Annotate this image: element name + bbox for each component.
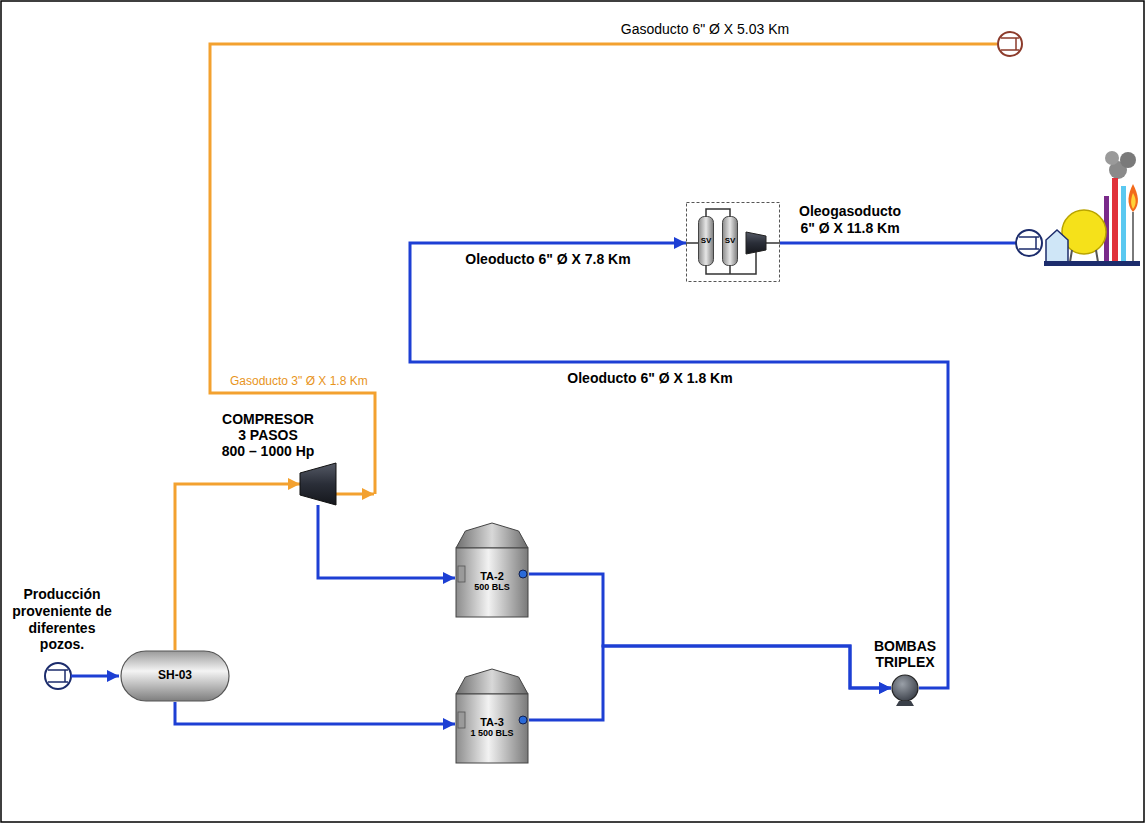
- smoke: [1105, 151, 1119, 165]
- skid-compressor: [746, 232, 766, 254]
- source-note: Producción proveniente de diferentes poz…: [10, 586, 114, 653]
- inlet-mark: [48, 670, 68, 682]
- tank-outlet: [519, 716, 527, 724]
- flare-stack: [1132, 212, 1134, 262]
- equipment-tag: TA-3: [480, 716, 504, 729]
- tank-roof: [456, 669, 528, 694]
- terminal-mark: [1001, 38, 1019, 50]
- pipeline-label: Oleoducto 6" Ø X 1.8 Km: [567, 370, 732, 387]
- inlet-line: [71, 675, 119, 678]
- text-box: SV: [698, 216, 714, 266]
- text-box: BOMBAS TRIPLEX: [868, 638, 942, 670]
- liquid-line: [529, 574, 891, 688]
- inlet-symbol: [45, 663, 71, 689]
- compressor-body: [300, 463, 336, 505]
- oil-gas-pipeline: [780, 242, 1016, 245]
- liquid-line: [410, 243, 948, 688]
- storage-tank: TA-31 500 BLS: [455, 668, 529, 764]
- flare-flame: [1128, 184, 1137, 212]
- storage-tank: TA-2500 BLS: [455, 522, 529, 618]
- plant-building: [1046, 230, 1068, 262]
- comp-outline: [300, 463, 336, 505]
- vessel-shell: [723, 217, 738, 266]
- gas-outlet-line: [336, 493, 374, 496]
- separator-shell: [121, 651, 229, 701]
- skid-piping: [686, 242, 698, 244]
- equipment-heading: BOMBAS TRIPLEX: [868, 638, 942, 670]
- pump-base: [896, 701, 914, 706]
- gas-line: [175, 484, 300, 650]
- horizontal-separator: SH-03: [120, 650, 230, 702]
- separator-vessel: SV: [722, 216, 738, 266]
- skid-boundary: [687, 203, 780, 282]
- flare-flame: [1131, 193, 1136, 209]
- text-box: [686, 202, 780, 282]
- text-box: TA-31 500 BLS: [455, 698, 529, 756]
- liquid-line: [529, 646, 891, 720]
- equipment-tag: 1 500 BLS: [470, 728, 513, 738]
- skid-piping: [706, 209, 730, 216]
- text-box: SV: [722, 216, 738, 266]
- pump-casing: [892, 675, 918, 701]
- gas-terminal-symbol: [998, 32, 1022, 56]
- tank-shell: [456, 694, 528, 763]
- text-box: TA-2500 BLS: [455, 552, 529, 610]
- vessel-shell: [699, 217, 714, 266]
- column: [1121, 186, 1126, 262]
- terminal-circle: [998, 32, 1022, 56]
- tank-manway: [458, 566, 465, 582]
- plant-ground: [1044, 261, 1140, 266]
- column: [1112, 178, 1118, 262]
- pipeline-label: Oleoducto 6" Ø X 7.8 Km: [465, 251, 630, 268]
- smoke: [1120, 152, 1136, 168]
- gas-pipeline: [210, 44, 997, 494]
- equipment-tag: TA-2: [480, 570, 504, 583]
- equipment-tag: SV: [725, 236, 736, 245]
- compressor-symbol: COMPRESOR 3 PASOS800 – 1000 Hp: [300, 463, 336, 505]
- processing-plant-icon: [1044, 151, 1140, 266]
- tank-roof: [456, 523, 528, 548]
- pipeline-label: Oleogasoducto 6" Ø X 11.8 Km: [795, 203, 905, 237]
- equipment-heading: 800 – 1000 Hp: [222, 443, 315, 459]
- equipment-heading: COMPRESOR 3 PASOS: [219, 411, 317, 443]
- separator-vessel: SV: [698, 216, 714, 266]
- tank-manway: [458, 712, 465, 728]
- pump-outline: [891, 674, 919, 702]
- tank-shell: [456, 548, 528, 617]
- pump-symbol: BOMBAS TRIPLEX: [891, 674, 919, 702]
- tank-legs: [1070, 250, 1098, 262]
- separation-skid: SV SV: [686, 202, 780, 282]
- plant-terminal-symbol: [1016, 230, 1042, 256]
- inlet-circle: [45, 663, 71, 689]
- pipeline-label: Gasoducto 6" Ø X 5.03 Km: [621, 21, 789, 38]
- equipment-tag: SV: [701, 236, 712, 245]
- terminal-circle: [1016, 230, 1042, 256]
- tank-outlet: [519, 570, 527, 578]
- text-box: SH-03: [120, 650, 230, 702]
- connector-layer: [175, 243, 948, 724]
- skid-piping: [766, 242, 780, 244]
- liquid-line: [175, 702, 455, 724]
- liquid-line: [318, 505, 455, 578]
- equipment-tag: SH-03: [158, 669, 192, 683]
- equipment-tag: 500 BLS: [474, 582, 510, 592]
- skid-piping: [729, 266, 731, 274]
- text-box: COMPRESOR 3 PASOS800 – 1000 Hp: [219, 411, 317, 459]
- terminal-mark: [1019, 237, 1039, 249]
- pipeline-label: Gasoducto 3" Ø X 1.8 Km: [230, 374, 368, 388]
